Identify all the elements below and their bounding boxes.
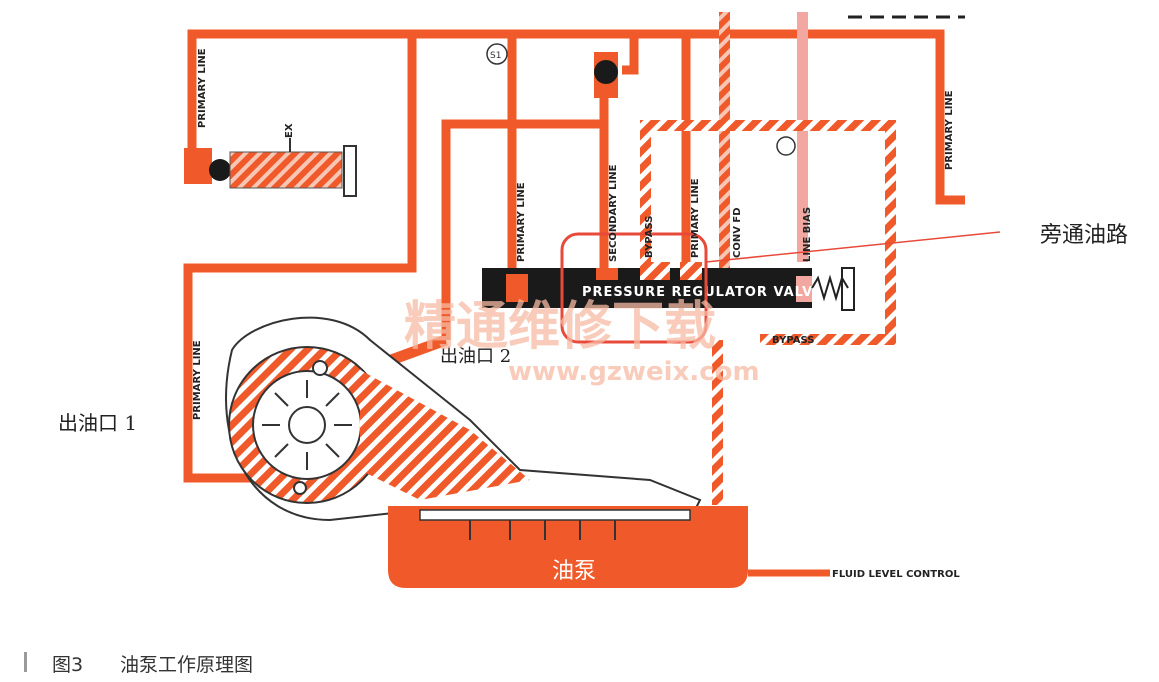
filter-fins <box>469 520 616 540</box>
pump-vanes <box>262 380 352 470</box>
ex-label: EX <box>284 123 295 138</box>
bypass-loop <box>640 120 896 345</box>
caption-bar <box>24 652 27 672</box>
check-valve <box>594 52 618 98</box>
valve-spool-mid <box>596 268 618 280</box>
primary-line-label-center: PRIMARY LINE <box>516 182 527 262</box>
bypass-bottom-label: BYPASS <box>772 335 814 346</box>
conv-fd-label: CONV FD <box>732 207 743 258</box>
primary-line-label-right-center: PRIMARY LINE <box>690 178 701 258</box>
pressure-gauge-s1 <box>486 43 508 65</box>
bypass-line-label: BYPASS <box>644 216 655 258</box>
secondary-line-label: SECONDARY LINE <box>608 164 619 262</box>
watermark-cn: 精通维修下载 <box>404 297 716 357</box>
oil-pump-annotation: 油泵 <box>552 559 596 584</box>
bypass-annotation-box <box>560 232 708 344</box>
fluid-level-control-label: FLUID LEVEL CONTROL <box>832 569 960 580</box>
valve-spool-bypass <box>640 262 670 280</box>
figure-number: 图3 <box>52 654 84 676</box>
primary-line-label-left-bottom: PRIMARY LINE <box>192 340 203 420</box>
valve-end <box>796 276 812 302</box>
valve-spool-conv <box>680 262 702 280</box>
primary-line-label-left-top: PRIMARY LINE <box>197 48 208 128</box>
watermark-url: www.gzweix.com <box>508 357 760 387</box>
pressure-regulator-valve-label: PRESSURE REGULATOR VALVE <box>582 285 823 300</box>
pressure-gauge-bypass <box>776 136 796 156</box>
conv-fd-line <box>719 12 730 290</box>
bypass-annotation-pointer <box>705 231 1001 263</box>
gauge-s1-label: S1 <box>490 51 501 61</box>
line-bias-line <box>797 12 808 262</box>
valve-spool-left <box>506 274 528 302</box>
primary-line-label-right: PRIMARY LINE <box>944 90 955 170</box>
outlet-2-annotation: 出油口 2 <box>440 346 511 367</box>
valve-end-cap <box>841 267 855 311</box>
sump-filter <box>419 509 691 521</box>
outlet-1-annotation: 出油口 1 <box>58 411 137 435</box>
figure-caption: 油泵工作原理图 <box>120 654 254 676</box>
sump <box>388 506 748 588</box>
line-bias-label: LINE BIAS <box>802 207 813 262</box>
accumulator <box>184 138 357 197</box>
bypass-path-annotation: 旁通油路 <box>1040 223 1128 248</box>
return-line <box>712 340 723 505</box>
